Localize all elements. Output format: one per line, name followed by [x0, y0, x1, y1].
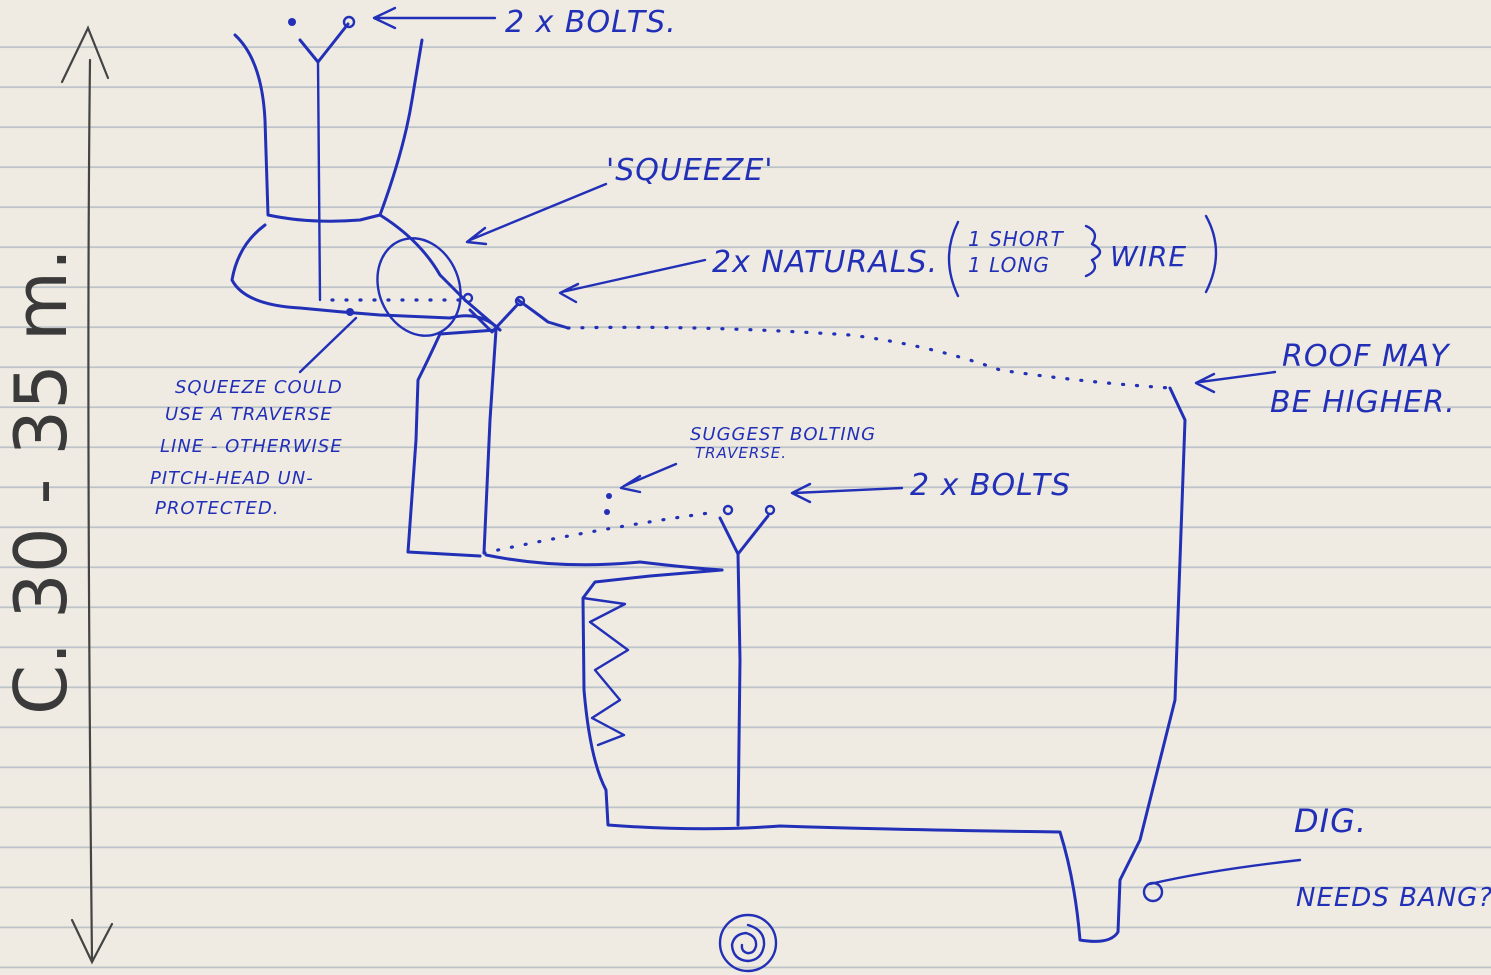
dig-label: DIG. — [1294, 802, 1367, 840]
depth-label: C. 30 - 35 m. — [0, 248, 83, 715]
squeeze-note-line-5: PROTECTED. — [155, 498, 279, 519]
squeeze-label: 'SQUEEZE' — [606, 153, 774, 188]
dig-pointer — [1148, 858, 1302, 886]
natural-anchors — [462, 292, 526, 334]
squeeze-note-line-4: PITCH-HEAD UN- — [150, 468, 314, 489]
upper-shaft — [233, 15, 424, 302]
arrow-to-mid-bolts — [790, 482, 904, 504]
suggest-line-2: TRAVERSE. — [695, 444, 787, 462]
squeeze-note-line-1: SQUEEZE COULD — [175, 377, 343, 398]
bolts-top-label: 2 x BOLTS. — [505, 5, 677, 40]
arrow-to-top-bolts — [372, 6, 497, 30]
naturals-brace — [1084, 224, 1102, 278]
squeeze-note-line-2: USE A TRAVERSE — [165, 404, 333, 425]
arrow-to-roof — [1194, 370, 1277, 394]
naturals-long: 1 LONG — [968, 253, 1050, 277]
squeeze-note-line-3: LINE - OTHERWISE — [160, 436, 343, 457]
arrow-to-naturals — [558, 258, 707, 304]
lower-pitch — [484, 386, 1187, 943]
spiral-hole — [718, 913, 778, 973]
arrow-to-squeeze — [465, 182, 608, 246]
squeeze-chamber — [230, 213, 502, 337]
roof-line-2: BE HIGHER. — [1270, 385, 1456, 420]
suggest-line-1: SUGGEST BOLTING — [690, 424, 876, 445]
depth-arrow-bottom-head — [70, 918, 114, 965]
naturals-paren-open — [947, 220, 960, 298]
arrow-to-traverse — [619, 462, 678, 494]
main-pitch — [406, 298, 1172, 558]
traverse-bolt-dots — [604, 493, 612, 515]
depth-arrow-shaft — [87, 58, 94, 962]
naturals-label: 2x NATURALS. — [712, 245, 938, 280]
depth-arrow — [60, 25, 114, 965]
naturals-short: 1 SHORT — [968, 227, 1064, 251]
needs-bang-label: NEEDS BANG? — [1296, 883, 1491, 913]
naturals-paren-close — [1204, 214, 1218, 294]
naturals-wire: WIRE — [1110, 240, 1187, 273]
mid-bolts — [718, 504, 776, 556]
depth-arrow-top-head — [60, 25, 110, 84]
squeeze-note-pointer — [298, 316, 358, 374]
dig-point — [1142, 881, 1164, 903]
roof-line-1: ROOF MAY — [1282, 339, 1451, 374]
bolts-mid-label: 2 x BOLTS — [910, 468, 1071, 503]
